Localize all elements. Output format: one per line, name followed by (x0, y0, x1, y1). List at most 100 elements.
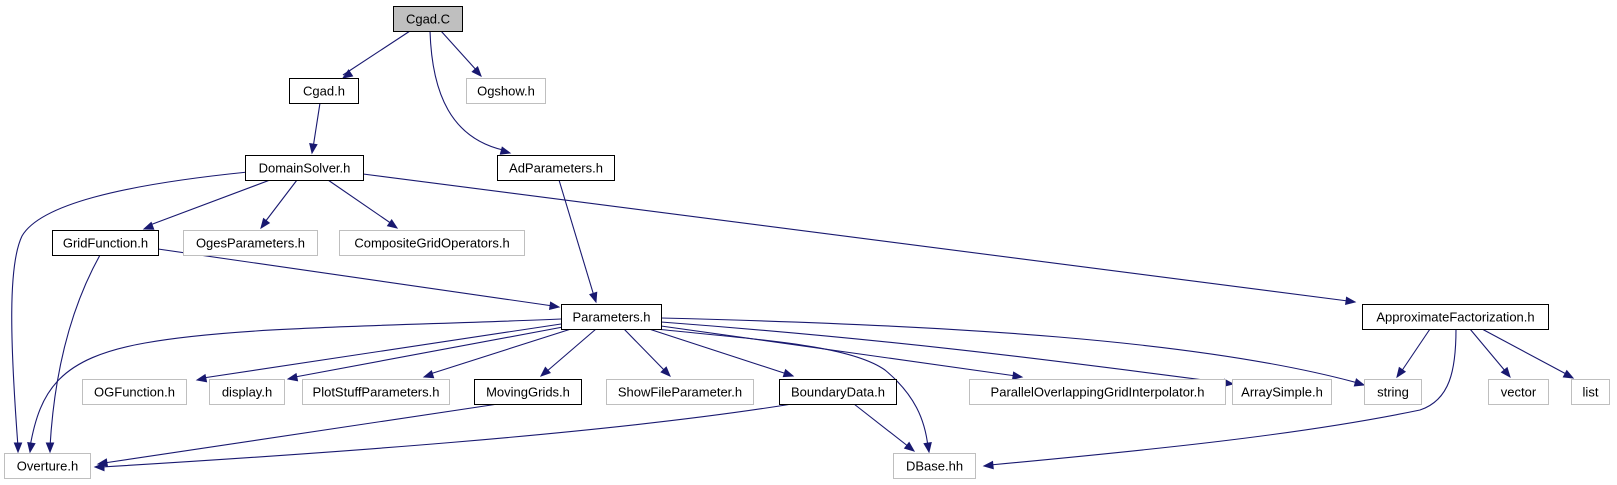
node-box (606, 379, 754, 405)
edge-domainsolver_h-to-ogesparameters_h (260, 179, 298, 230)
node-boundarydata_h[interactable]: BoundaryData.h (779, 379, 897, 405)
edge-line (342, 30, 411, 76)
edge-line (103, 403, 499, 464)
edge-arrowhead (589, 291, 598, 304)
edge-arrowhead (499, 146, 512, 155)
edge-line (1481, 328, 1569, 376)
node-box (209, 379, 285, 405)
edge-line (429, 328, 572, 375)
edge-parameters_h-to-movinggrids_h (539, 328, 597, 377)
edge-parameters_h-to-plotstuffparameters_h (422, 328, 572, 379)
edge-line (362, 173, 1349, 302)
edge-movinggrids_h-to-overture_h (96, 403, 499, 467)
edge-approximatefactorization_h-to-list (1481, 328, 1575, 379)
node-box (289, 78, 359, 104)
edge-arrowhead (982, 460, 994, 470)
node-showfileparameter_h: ShowFileParameter.h (606, 379, 754, 405)
node-ogfunction_h: OGFunction.h (82, 379, 187, 405)
edge-arrowhead (923, 441, 932, 454)
edge-arrowhead (13, 442, 23, 454)
edge-arrowhead (309, 142, 318, 155)
edge-line (1400, 328, 1431, 373)
node-label: Ogshow.h (477, 84, 535, 99)
node-box (245, 155, 364, 181)
edge-arrowhead (903, 441, 916, 452)
edge-line (157, 248, 554, 307)
edge-arrowhead (1562, 369, 1575, 379)
node-box (339, 230, 525, 256)
node-ogesparameters_h: OgesParameters.h (183, 230, 318, 256)
edge-line (294, 326, 564, 378)
edge-parameters_h-to-string (660, 317, 1366, 387)
node-box (1364, 379, 1422, 405)
edge-arrowhead (548, 301, 561, 310)
node-label: BoundaryData.h (791, 385, 885, 400)
edge-line (49, 254, 101, 448)
node-arraysimple_h: ArraySimple.h (1232, 379, 1332, 405)
edge-arrowhead (286, 372, 299, 382)
edge-line (327, 179, 393, 225)
edge-line (29, 318, 562, 448)
node-compositegridoperators_h: CompositeGridOperators.h (339, 230, 525, 256)
node-label: ArraySimple.h (1241, 385, 1323, 400)
edge-arrowhead (341, 69, 354, 79)
node-label: vector (1501, 385, 1537, 400)
edge-gridfunction_h-to-overture_h (45, 254, 101, 454)
node-vector: vector (1488, 379, 1549, 405)
node-box (1488, 379, 1549, 405)
edge-arrowhead (1353, 378, 1366, 387)
edges-layer (11, 30, 1575, 472)
edge-boundarydata_h-to-overture_h (93, 403, 793, 472)
node-cgad_c[interactable]: Cgad.C (393, 6, 463, 32)
edge-line (623, 328, 667, 373)
node-adparameters_h[interactable]: AdParameters.h (497, 155, 615, 181)
node-box (497, 155, 615, 181)
node-approximatefactorization_h[interactable]: ApproximateFactorization.h (1362, 304, 1549, 330)
node-label: CompositeGridOperators.h (354, 236, 509, 251)
edge-arrowhead (142, 221, 155, 230)
node-label: list (1583, 385, 1599, 400)
node-label: string (1377, 385, 1409, 400)
node-label: AdParameters.h (509, 161, 603, 176)
node-label: Parameters.h (572, 310, 650, 325)
node-box (779, 379, 897, 405)
node-label: OgesParameters.h (196, 236, 305, 251)
node-label: display.h (222, 385, 272, 400)
node-paralleloverlappinggridinterpolator_h: ParallelOverlappingGridInterpolator.h (969, 379, 1226, 405)
node-movinggrids_h[interactable]: MovingGrids.h (474, 379, 582, 405)
edge-cgad_h-to-domainsolver_h (309, 102, 321, 155)
edge-line (101, 403, 793, 468)
edge-arrowhead (27, 441, 36, 454)
node-box (52, 230, 159, 256)
node-box (1571, 379, 1610, 405)
node-box (474, 379, 582, 405)
edge-cgad_c-to-ogshow_h (440, 30, 482, 77)
edge-approximatefactorization_h-to-string (1396, 328, 1431, 379)
node-label: GridFunction.h (63, 236, 148, 251)
edge-parameters_h-to-display_h (286, 326, 564, 382)
node-cgad_h[interactable]: Cgad.h (289, 78, 359, 104)
node-label: Overture.h (17, 459, 78, 474)
edge-line (149, 179, 271, 226)
edge-arrowhead (539, 366, 551, 377)
node-parameters_h[interactable]: Parameters.h (561, 304, 662, 330)
edge-approximatefactorization_h-to-vector (1469, 328, 1511, 379)
edge-parameters_h-to-showfileparameter_h (623, 328, 671, 377)
node-label: Cgad.C (406, 12, 450, 27)
edge-arrowhead (1345, 296, 1357, 306)
node-box (1232, 379, 1332, 405)
node-label: OGFunction.h (94, 385, 175, 400)
edge-line (440, 30, 479, 73)
edge-arrowhead (422, 370, 435, 379)
edge-parameters_h-to-paralleloverlappinggridinterpolator_h (660, 325, 1024, 380)
node-domainsolver_h[interactable]: DomainSolver.h (245, 155, 364, 181)
edge-parameters_h-to-dbase_hh (655, 328, 932, 454)
edge-adparameters_h-to-parameters_h (558, 179, 598, 304)
node-display_h: display.h (209, 379, 285, 405)
edge-arrowhead (1500, 366, 1511, 379)
node-string: string (1364, 379, 1422, 405)
edge-arrowhead (386, 219, 399, 229)
edge-line (648, 328, 788, 375)
edge-arrowhead (93, 462, 105, 472)
node-gridfunction_h[interactable]: GridFunction.h (52, 230, 159, 256)
